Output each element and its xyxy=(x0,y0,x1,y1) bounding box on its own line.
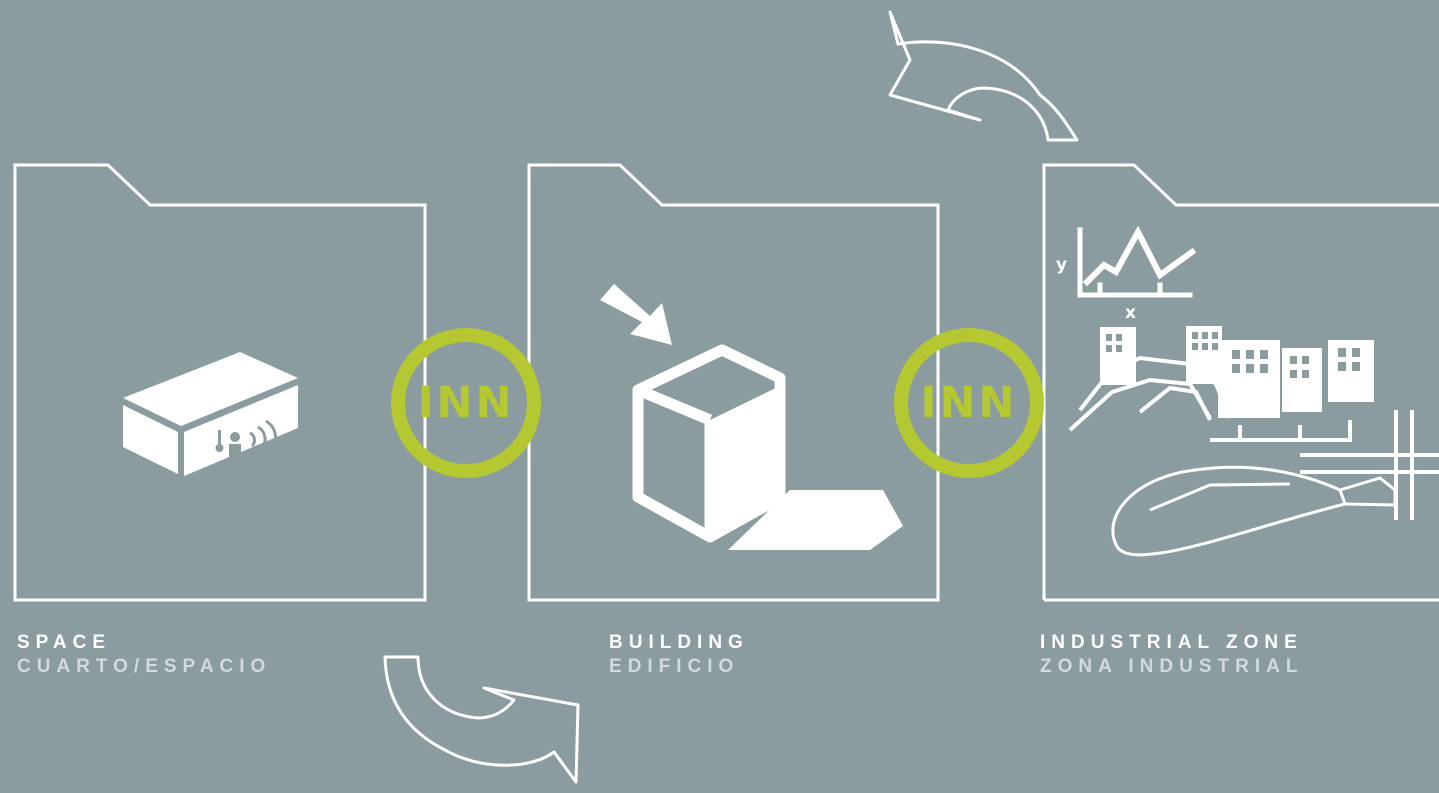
train-icon xyxy=(1111,465,1397,557)
stage-title-industrial: INDUSTRIAL ZONE xyxy=(1040,632,1303,653)
loop-arrow-bottom-icon xyxy=(383,655,580,784)
stage-title-space: SPACE xyxy=(17,632,112,653)
stage-title-building: BUILDING xyxy=(609,632,749,653)
stage-subtitle-space: CUARTO/ESPACIO xyxy=(17,656,272,677)
building-cube-icon xyxy=(600,284,903,550)
inn-connector-1: INN xyxy=(391,328,541,478)
industrial-zone-icon: y x xyxy=(1056,225,1197,323)
stage-subtitle-building: EDIFICIO xyxy=(609,656,740,677)
stage-label-building: BUILDING EDIFICIO xyxy=(609,631,749,679)
inn-label-2: INN xyxy=(920,378,1018,428)
city-buildings-icon xyxy=(1100,326,1374,418)
space-box-icon xyxy=(123,352,298,476)
stage-label-space: SPACE CUARTO/ESPACIO xyxy=(17,631,271,679)
roads-pipes-icon xyxy=(1068,355,1439,520)
space-folder-frame xyxy=(13,163,427,602)
building-folder-frame xyxy=(527,163,940,602)
stage-label-industrial: INDUSTRIAL ZONE ZONA INDUSTRIAL xyxy=(1040,631,1303,679)
chart-axis-x: x xyxy=(1125,303,1136,323)
inn-label-1: INN xyxy=(417,378,515,428)
inn-connector-2: INN xyxy=(894,328,1044,478)
industrial-folder-frame xyxy=(1042,163,1439,600)
loop-arrow-top-icon xyxy=(888,10,1079,142)
stage-subtitle-industrial: ZONA INDUSTRIAL xyxy=(1040,656,1304,677)
chart-axis-y: y xyxy=(1056,255,1067,275)
